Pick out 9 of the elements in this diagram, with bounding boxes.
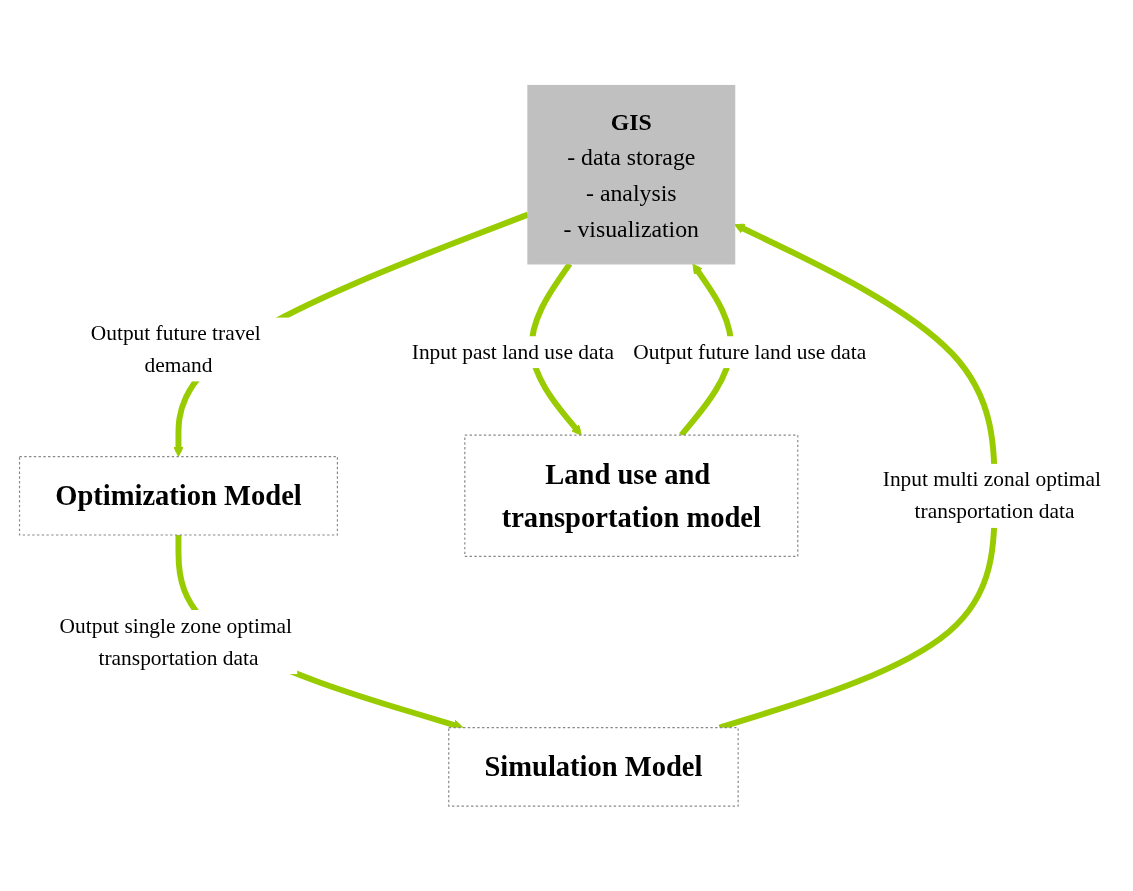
node-box: Simulation Model bbox=[448, 726, 739, 807]
edge-label: Output future travel demand bbox=[90, 320, 261, 377]
node-box: Optimization Model bbox=[18, 455, 338, 536]
edge-label: Input past land use data bbox=[411, 339, 614, 364]
node-box: GIS - data storage - analysis - visualization bbox=[527, 84, 736, 265]
edge-label: Input multi zonal optimal transportation data bbox=[882, 466, 1101, 523]
edge-label: Output future land use data bbox=[633, 339, 867, 364]
edge-label: Output single zone optimal transportation data bbox=[59, 613, 293, 670]
node-box: Land use and transportation model bbox=[464, 434, 799, 557]
